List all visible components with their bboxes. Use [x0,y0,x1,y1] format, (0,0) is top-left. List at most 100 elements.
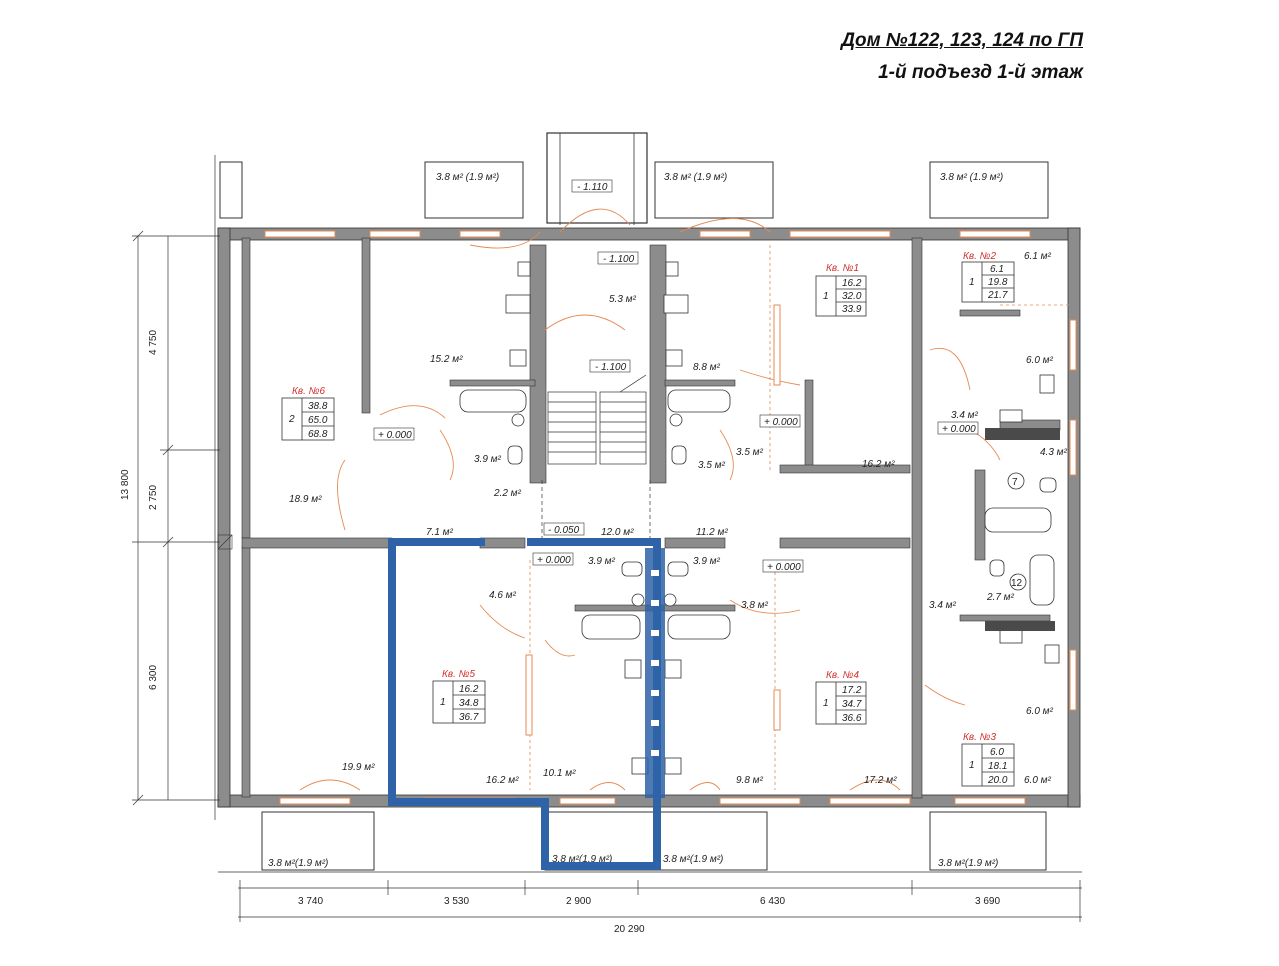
apartment-living-area: 16.2 [842,278,862,289]
level-marks: - 1.110 - 1.100 - 1.100 - 0.050 + 0.000 … [373,179,979,573]
room-area: 9.8 м² [736,775,764,786]
balcony-label: 3.8 м²(1.9 м²) [938,858,998,869]
room-area: 4.3 м² [1040,447,1068,458]
room-area: 11.2 м² [696,527,728,538]
apartment-kv3: Кв. №3 1 6.0 18.1 20.0 [961,732,1015,787]
balcony-label: 3.8 м²(1.9 м²) [268,858,328,869]
room-area: 3.8 м² [741,600,769,611]
room-area: 6.0 м² [1024,775,1052,786]
dimension-label: 3 740 [298,896,323,907]
apartment-name: Кв. №6 [292,386,326,397]
apartment-total-area: 21.7 [987,290,1008,301]
balcony-top-left: 3.8 м² (1.9 м²) [424,161,524,219]
room-area: 5.3 м² [609,294,637,305]
apartment-name: Кв. №5 [442,669,476,680]
apartment-total-area: 68.8 [308,429,328,440]
apartment-living-area: 17.2 [842,685,862,696]
dimension-label: 2 900 [566,896,591,907]
room-area: 6.0 м² [1026,706,1054,717]
apartment-living-area: 38.8 [308,401,328,412]
level-mark: - 0.050 [548,525,580,536]
room-area: 19.9 м² [342,762,375,773]
room-area: 15.2 м² [430,354,463,365]
apartment-total-area: 20.0 [987,775,1008,786]
balcony-label: 3.8 м² (1.9 м²) [940,172,1003,183]
room-area: 12.0 м² [601,527,634,538]
room-area: 3.9 м² [693,556,721,567]
apartment-rooms: 1 [823,698,829,709]
room-area: 2.2 м² [493,488,522,499]
apartment-kv2: Кв. №2 1 6.1 19.8 21.7 [961,251,1015,303]
apartment-rooms: 2 [288,414,295,425]
room-area: 16.2 м² [486,775,519,786]
apartment-area: 18.1 [988,761,1007,772]
balcony-bottom-center-left: 3.8 м²(1.9 м²) [544,811,656,871]
plan-subtitle: 1-й подъезд 1-й этаж [878,62,1083,83]
room-area: 8.8 м² [693,362,721,373]
level-mark: + 0.000 [764,417,798,428]
balcony-top-right: 3.8 м² (1.9 м²) [929,161,1049,219]
balcony-bottom-right: 3.8 м²(1.9 м²) [929,811,1047,871]
room-area: 16.2 м² [862,459,895,470]
dimension-label: 3 530 [444,896,469,907]
dimension-label: 6 430 [760,896,785,907]
apartment-area: 34.8 [459,698,479,709]
room-areas: 15.2 м² 5.3 м² 8.8 м² 3.9 м² 3.5 м² 3.5 … [289,251,1068,786]
apartment-kv4: Кв. №4 1 17.2 34.7 36.6 [815,670,867,725]
apartment-name: Кв. №4 [826,670,860,681]
entrance-block [546,132,648,224]
apartment-total-area: 36.7 [459,712,479,723]
circle-markers: 7 12 [1007,472,1027,591]
highlighted-unit [388,538,661,870]
apartment-area: 32.0 [842,291,862,302]
dimension-label: 6 300 [148,665,159,690]
staircase [547,374,647,465]
apartment-total-area: 36.6 [842,713,862,724]
bathroom-fixtures [459,261,1060,775]
dimension-label: 2 750 [148,485,159,510]
apartment-kv6: Кв. №6 2 38.8 65.0 68.8 [281,386,335,441]
balcony-label: 3.8 м²(1.9 м²) [663,854,723,865]
room-area: 7.1 м² [426,527,454,538]
apartment-living-area: 16.2 [459,684,479,695]
room-area: 6.1 м² [1024,251,1052,262]
balcony-label: 3.8 м² (1.9 м²) [436,172,499,183]
balcony-bottom-left: 3.8 м²(1.9 м²) [261,811,375,871]
room-area: 4.6 м² [489,590,517,601]
apartment-area: 34.7 [842,699,862,710]
balcony-label: 3.8 м²(1.9 м²) [552,854,612,865]
dimension-label: 4 750 [148,330,159,355]
apartment-kv5: Кв. №5 1 16.2 34.8 36.7 [432,669,486,724]
apartment-area: 65.0 [308,415,328,426]
plan-title: Дом №122, 123, 124 по ГП [841,30,1083,51]
apartment-area: 19.8 [988,277,1008,288]
level-mark: + 0.000 [767,562,801,573]
apartment-kv1: Кв. №1 1 16.2 32.0 33.9 [815,263,867,317]
level-mark: + 0.000 [942,424,976,435]
level-mark: + 0.000 [537,555,571,566]
kitchen-counters [985,428,1060,631]
room-area: 17.2 м² [864,775,897,786]
level-mark: - 1.110 [577,182,608,193]
level-mark: - 1.100 [595,362,627,373]
room-area: 3.5 м² [698,460,726,471]
level-mark: - 1.100 [603,254,635,265]
balcony-label: 3.8 м² (1.9 м²) [664,172,727,183]
marker-label: 7 [1012,477,1018,488]
apartment-name: Кв. №1 [826,263,859,274]
room-area: 3.4 м² [929,600,957,611]
room-area: 3.4 м² [951,410,979,421]
room-area: 3.5 м² [736,447,764,458]
room-area: 3.9 м² [588,556,616,567]
apartment-rooms: 1 [823,291,829,302]
balcony-bottom-center-right: 3.8 м²(1.9 м²) [654,811,768,871]
room-area: 18.9 м² [289,494,322,505]
apartment-name: Кв. №2 [963,251,997,262]
apartment-living-area: 6.0 [990,747,1004,758]
apartment-rooms: 1 [969,760,975,771]
marker-label: 12 [1011,578,1023,589]
dimension-total: 13 800 [120,469,131,500]
room-area: 6.0 м² [1026,355,1054,366]
apartment-living-area: 6.1 [990,264,1004,275]
